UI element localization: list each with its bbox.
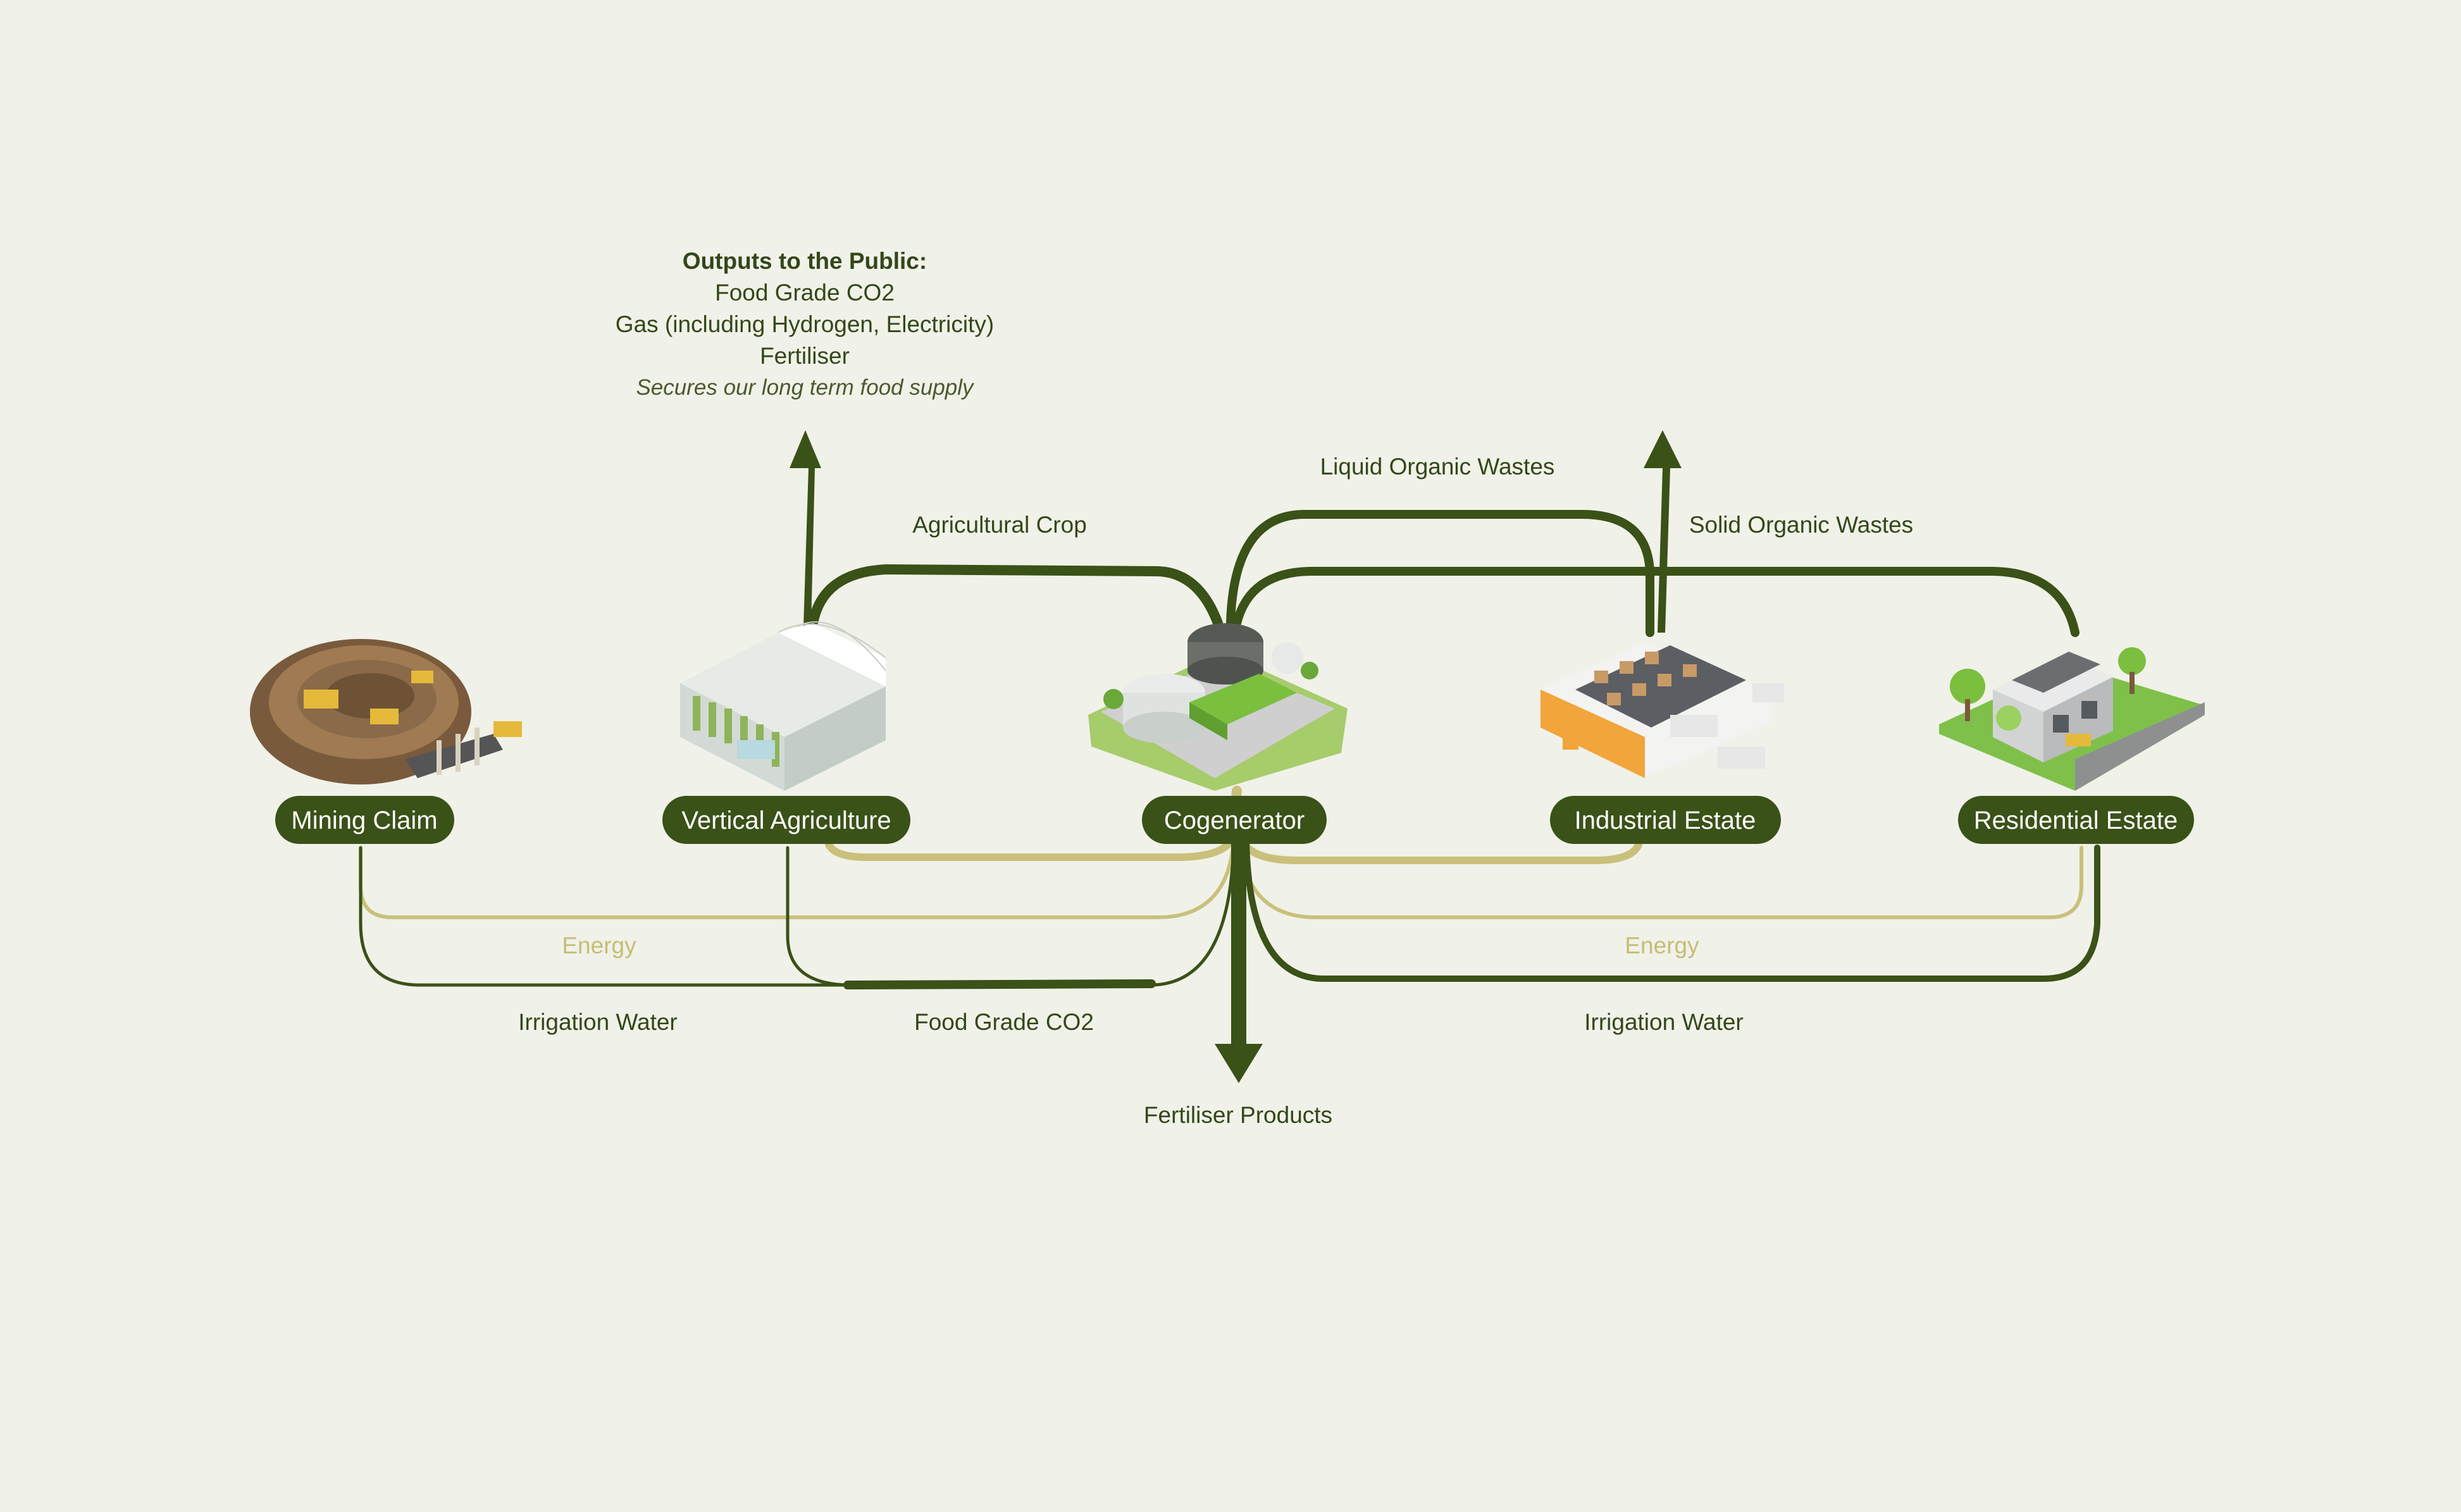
energy-left-label: Energy	[562, 933, 636, 958]
public-output-item: Gas (including Hydrogen, Electricity)	[616, 311, 994, 337]
mining-claim-label: Mining Claim	[291, 807, 437, 834]
public-output-item: Food Grade CO2	[715, 280, 895, 306]
solid-organic-wastes-flow	[1232, 567, 2080, 637]
public-outputs-arrow-icon	[790, 430, 821, 626]
node-industrial-estate[interactable]: Industrial Estate	[1550, 796, 1781, 844]
houses-icon	[1939, 647, 2205, 791]
node-cogenerator[interactable]: Cogenerator	[1142, 796, 1327, 844]
node-residential-estate[interactable]: Residential Estate	[1958, 796, 2194, 844]
biogas-plant-icon	[1088, 623, 1348, 791]
cogenerator-pill[interactable]	[1142, 796, 1327, 844]
public-output-item: Fertiliser	[760, 343, 850, 369]
output-arrows	[790, 430, 1682, 1083]
food-grade-co2-label: Food Grade CO2	[914, 1009, 1094, 1035]
cogenerator-label: Cogenerator	[1164, 807, 1305, 834]
agricultural-crop-flow	[808, 564, 1223, 628]
public-outputs-block: Outputs to the Public: Food Grade CO2 Ga…	[616, 248, 994, 400]
flow-labels: Agricultural Crop Liquid Organic Wastes …	[518, 454, 1913, 1128]
public-outputs-title: Outputs to the Public:	[683, 248, 927, 274]
food-grade-co2-flow-wide	[843, 979, 1156, 989]
irrigation-water-right-flow	[1243, 838, 2100, 982]
agricultural-crop-label: Agricultural Crop	[912, 512, 1087, 538]
green-flows	[359, 510, 2100, 989]
vertical-agriculture-pill[interactable]	[662, 796, 910, 844]
liquid-organic-wastes-flow	[1226, 510, 1654, 637]
residential-estate-pill[interactable]	[1958, 796, 2194, 844]
energy-flow-vertical	[825, 831, 1237, 861]
node-mining[interactable]: Mining Claim	[275, 796, 454, 844]
vertical-agriculture-label: Vertical Agriculture	[681, 807, 891, 834]
energy-flow-mining	[359, 840, 1236, 919]
solid-organic-wastes-label: Solid Organic Wastes	[1689, 512, 1913, 538]
energy-flow-residential	[1238, 840, 2083, 919]
node-vertical-agriculture[interactable]: Vertical Agriculture	[662, 796, 910, 844]
liquid-organic-wastes-label: Liquid Organic Wastes	[1320, 454, 1555, 480]
fertiliser-products-label: Fertiliser Products	[1144, 1102, 1332, 1128]
residential-estate-label: Residential Estate	[1974, 807, 2178, 834]
industrial-output-arrow-icon	[1644, 430, 1682, 633]
irrigation-water-left-label: Irrigation Water	[518, 1009, 678, 1035]
irrigation-water-left-flow	[359, 840, 1236, 987]
warehouse-icon	[1540, 642, 1784, 778]
industrial-estate-pill[interactable]	[1550, 796, 1781, 844]
industrial-estate-label: Industrial Estate	[1575, 807, 1756, 834]
public-outputs-note: Secures our long term food supply	[636, 375, 975, 400]
food-grade-co2-flow	[786, 846, 850, 987]
open-pit-mine-icon	[250, 639, 522, 784]
greenhouse-icon	[680, 621, 886, 791]
irrigation-water-right-label: Irrigation Water	[1584, 1009, 1744, 1035]
mining-claim-pill[interactable]	[275, 796, 454, 844]
fertiliser-arrow-icon	[1215, 962, 1263, 1083]
energy-right-label: Energy	[1625, 933, 1699, 958]
